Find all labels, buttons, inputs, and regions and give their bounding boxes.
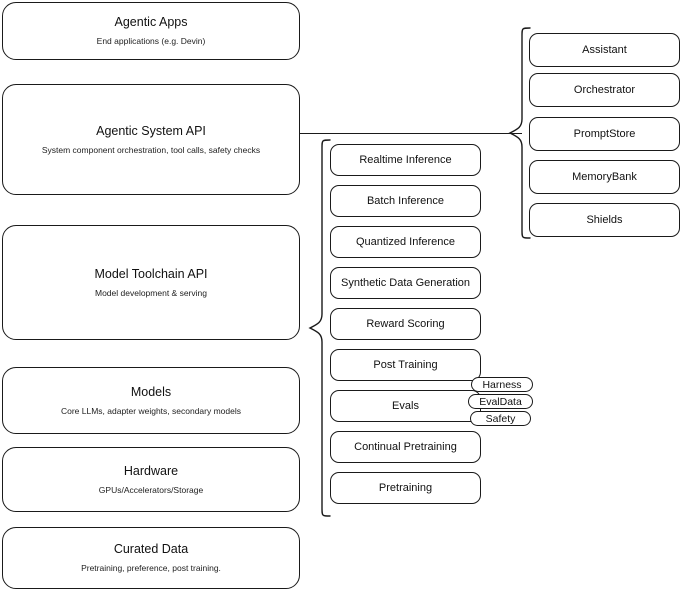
layer-subtitle: Pretraining, preference, post training. (81, 563, 221, 573)
layer-title: Agentic Apps (114, 15, 188, 30)
brace-agentic-system-components (508, 27, 531, 239)
system-label: PromptStore (573, 128, 636, 140)
toolchain-label: Continual Pretraining (354, 441, 457, 453)
toolchain-box-continual-pretraining[interactable]: Continual Pretraining (330, 431, 481, 463)
layer-box-hardware[interactable]: Hardware GPUs/Accelerators/Storage (2, 447, 300, 512)
layer-box-model-toolchain-api[interactable]: Model Toolchain API Model development & … (2, 225, 300, 340)
layer-box-agentic-apps[interactable]: Agentic Apps End applications (e.g. Devi… (2, 2, 300, 60)
system-label: Orchestrator (573, 84, 636, 96)
toolchain-label: Evals (392, 400, 419, 412)
layer-subtitle: GPUs/Accelerators/Storage (98, 484, 204, 495)
layer-title: Model Toolchain API (94, 266, 208, 281)
layer-subtitle: Model development & serving (95, 287, 207, 298)
toolchain-label: Reward Scoring (366, 318, 445, 330)
toolchain-box-synthetic-data-generation[interactable]: Synthetic Data Generation (330, 267, 481, 299)
layer-title: Models (130, 384, 172, 399)
system-box-memorybank[interactable]: MemoryBank (529, 160, 680, 194)
system-box-orchestrator[interactable]: Orchestrator (529, 73, 680, 107)
layer-title: Agentic System API (96, 123, 206, 138)
evals-pill-harness[interactable]: Harness (471, 377, 533, 392)
toolchain-box-post-training[interactable]: Post Training (330, 349, 481, 381)
toolchain-label: Quantized Inference (355, 236, 456, 248)
toolchain-box-evals[interactable]: Evals (330, 390, 481, 422)
layer-title: Hardware (123, 463, 179, 478)
system-box-assistant[interactable]: Assistant (529, 33, 680, 67)
toolchain-box-pretraining[interactable]: Pretraining (330, 472, 481, 504)
system-label: Assistant (582, 44, 627, 56)
layer-subtitle: Core LLMs, adapter weights, secondary mo… (60, 405, 241, 416)
toolchain-box-reward-scoring[interactable]: Reward Scoring (330, 308, 481, 340)
layer-box-curated-data[interactable]: Curated Data Pretraining, preference, po… (2, 527, 300, 589)
system-label: Shields (586, 214, 623, 226)
toolchain-box-quantized-inference[interactable]: Quantized Inference (330, 226, 481, 258)
toolchain-label: Realtime Inference (359, 154, 452, 166)
toolchain-label: Pretraining (378, 482, 433, 494)
layer-title: Curated Data (113, 542, 189, 557)
connector-agentic-system-to-components (300, 133, 522, 134)
toolchain-box-batch-inference[interactable]: Batch Inference (330, 185, 481, 217)
layer-subtitle: System component orchestration, tool cal… (41, 144, 261, 155)
layer-box-agentic-system-api[interactable]: Agentic System API System component orch… (2, 84, 300, 195)
system-label: MemoryBank (572, 171, 637, 183)
toolchain-label: Synthetic Data Generation (340, 277, 471, 289)
evals-pill-evaldata[interactable]: EvalData (468, 394, 533, 409)
layer-subtitle: End applications (e.g. Devin) (96, 36, 206, 46)
layer-box-models[interactable]: Models Core LLMs, adapter weights, secon… (2, 367, 300, 434)
toolchain-label: Batch Inference (366, 195, 445, 207)
evals-pill-safety[interactable]: Safety (470, 411, 531, 426)
brace-model-toolchain (308, 139, 331, 517)
toolchain-box-realtime-inference[interactable]: Realtime Inference (330, 144, 481, 176)
system-box-shields[interactable]: Shields (529, 203, 680, 237)
toolchain-label: Post Training (373, 359, 438, 371)
system-box-promptstore[interactable]: PromptStore (529, 117, 680, 151)
